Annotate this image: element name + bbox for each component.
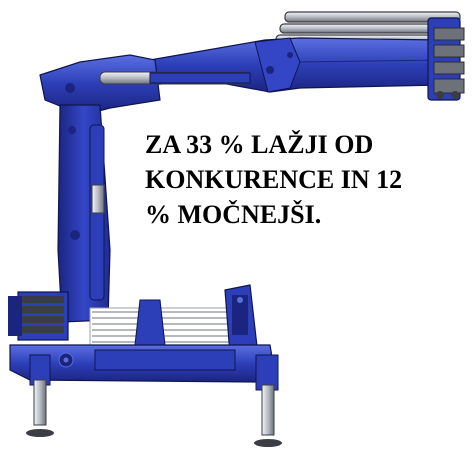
headline-line-1: ZA 33 % LAŽJI OD <box>145 130 374 159</box>
left-stabilizer <box>26 354 54 437</box>
headline-line-3: % MOČNEJŠI. <box>145 200 322 229</box>
headline-line-2: KONKURENCE IN 12 <box>145 165 403 194</box>
headline-text: ZA 33 % LAŽJI OD KONKURENCE IN 12 % MOČN… <box>145 127 470 232</box>
main-boom-top <box>39 54 251 113</box>
slewing-rack <box>89 299 241 347</box>
control-valves <box>8 291 69 341</box>
boom-head <box>427 17 465 101</box>
right-stabilizer <box>254 354 282 447</box>
main-column <box>57 104 111 323</box>
base-frame <box>9 344 276 383</box>
rear-bracket <box>224 284 259 356</box>
